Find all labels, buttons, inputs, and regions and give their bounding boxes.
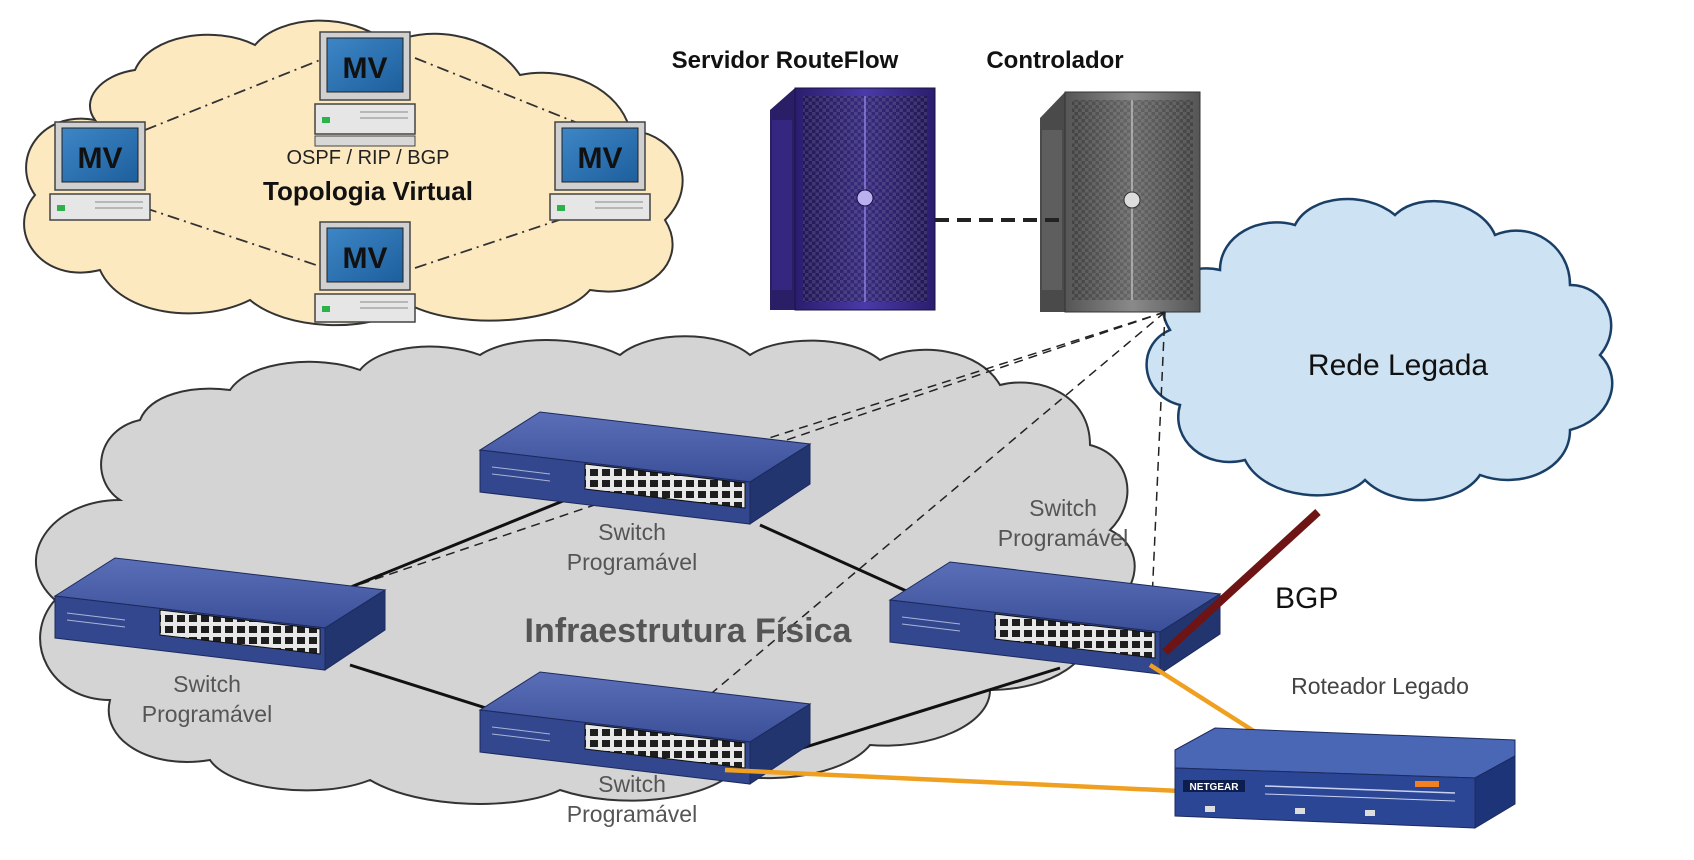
legacy-router: NETGEAR bbox=[1174, 727, 1516, 829]
legacy-network-title: Rede Legada bbox=[1308, 349, 1488, 382]
bgp-label: BGP bbox=[1275, 582, 1338, 615]
physical-infrastructure-title: Infraestrutura Física bbox=[525, 612, 853, 650]
svg-text:Switch: Switch bbox=[598, 771, 666, 797]
controller-title: Controlador bbox=[986, 47, 1123, 74]
controller-server bbox=[1040, 91, 1201, 313]
virtual-topology-cloud bbox=[23, 19, 684, 327]
virtual-topology-title: Topologia Virtual bbox=[263, 176, 473, 206]
virtual-machine-top: MV bbox=[314, 31, 416, 147]
virtual-protocols-label: OSPF / RIP / BGP bbox=[286, 147, 449, 169]
svg-text:Programável: Programável bbox=[567, 801, 697, 827]
virtual-machine-left: MV bbox=[49, 121, 151, 221]
vm-label: MV bbox=[343, 52, 388, 85]
switch-label-top: Switch Programável bbox=[567, 519, 697, 575]
virtual-machine-right: MV bbox=[549, 121, 651, 221]
routeflow-server bbox=[770, 87, 936, 311]
switch-label-right: Switch Programável bbox=[998, 495, 1128, 551]
switch-left bbox=[53, 557, 387, 671]
virtual-machine-bottom: MV bbox=[314, 221, 416, 323]
bgp-link bbox=[1162, 509, 1321, 655]
routeflow-server-title: Servidor RouteFlow bbox=[672, 47, 899, 74]
switch-top bbox=[478, 411, 812, 525]
svg-text:Programável: Programável bbox=[142, 701, 272, 727]
switch-label-bottom: Switch Programável bbox=[567, 771, 697, 827]
legacy-network-cloud bbox=[1145, 197, 1614, 502]
svg-text:Programável: Programável bbox=[998, 525, 1128, 551]
legacy-router-label: Roteador Legado bbox=[1291, 673, 1469, 699]
virtual-links bbox=[144, 57, 596, 269]
svg-text:Switch: Switch bbox=[598, 519, 666, 545]
switch-bottom bbox=[478, 671, 812, 785]
switch-right bbox=[888, 561, 1222, 675]
svg-text:Programável: Programável bbox=[567, 549, 697, 575]
vm-label: MV bbox=[578, 142, 623, 175]
svg-text:Switch: Switch bbox=[1029, 495, 1097, 521]
vm-label: MV bbox=[78, 142, 123, 175]
router-brand: NETGEAR bbox=[1190, 782, 1240, 793]
svg-text:Switch: Switch bbox=[173, 671, 241, 697]
switch-label-left: Switch Programável bbox=[142, 671, 272, 727]
vm-label: MV bbox=[343, 242, 388, 275]
